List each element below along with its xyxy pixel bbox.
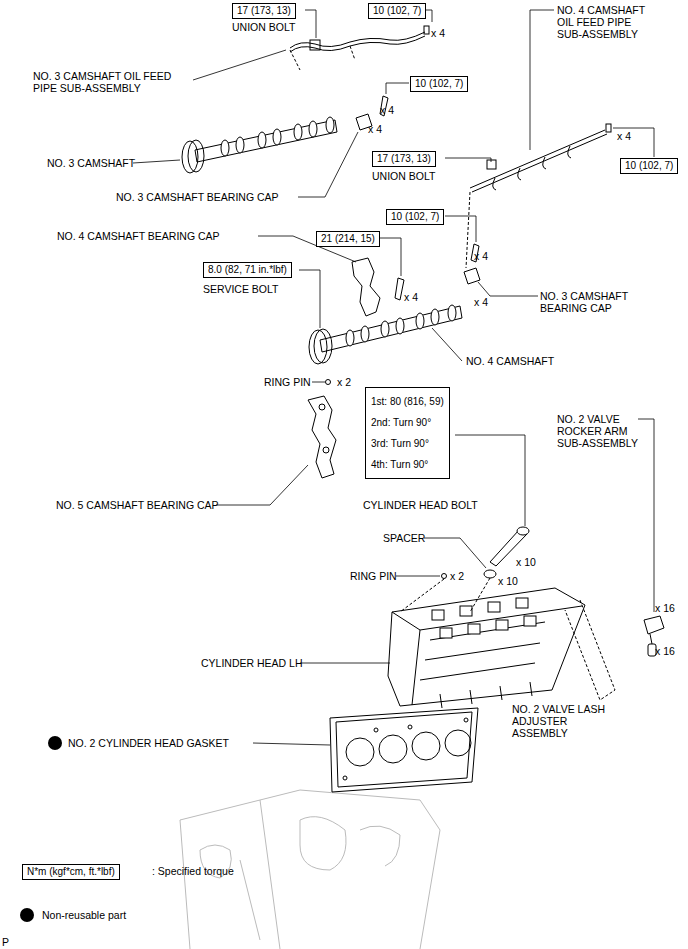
camshaft	[309, 305, 462, 364]
torque-spec: 10 (102, 7)	[391, 211, 439, 223]
quantity-callout: x 4	[368, 123, 382, 135]
quantity-callout: x 10	[516, 556, 536, 568]
non-reusable-mark	[20, 908, 34, 922]
part-label: NO. 2 VALVE LASH ADJUSTER ASSEMBLY	[512, 703, 612, 739]
part-label: NO. 5 CAMSHAFT BEARING CAP	[56, 499, 219, 511]
part-label: NO. 4 CAMSHAFT	[466, 355, 554, 367]
torque-box: 10 (102, 7)	[386, 209, 444, 225]
cylinder-head	[388, 588, 585, 708]
torque-spec: 4th: Turn 90°	[371, 454, 444, 475]
bearing-cap	[352, 258, 404, 316]
quantity-callout: x 4	[474, 296, 488, 308]
part-label: UNION BOLT	[232, 21, 295, 33]
quantity-callout: x 2	[450, 570, 464, 582]
bearing-cap	[308, 380, 336, 479]
non-reusable-mark	[48, 736, 62, 750]
torque-spec: 17 (173, 13)	[237, 5, 291, 17]
torque-spec: 21 (214, 15)	[321, 233, 375, 245]
legend-torque-box: N*m (kgf*cm, ft.*lbf)	[22, 864, 120, 880]
bearing-cap	[464, 192, 480, 284]
part-label: UNION BOLT	[372, 170, 435, 182]
quantity-callout: x 4	[617, 130, 631, 142]
cylinder-head-gasket	[330, 708, 478, 792]
torque-spec: 2nd: Turn 90°	[371, 412, 444, 433]
torque-spec: 10 (102, 7)	[373, 5, 421, 17]
head-bolt	[470, 527, 529, 612]
torque-box: 8.0 (82, 71 in.*lbf)	[203, 262, 292, 278]
camshaft	[182, 117, 337, 173]
part-label: NO. 3 CAMSHAFT BEARING CAP	[116, 191, 279, 203]
part-label: SPACER	[383, 532, 425, 544]
rocker-arm	[565, 600, 664, 700]
quantity-callout: x 4	[404, 291, 418, 303]
quantity-callout: x 10	[498, 575, 518, 587]
oil-feed-pipe	[290, 26, 429, 70]
torque-spec: 10 (102, 7)	[625, 160, 673, 172]
leader-lines	[133, 10, 654, 745]
torque-spec: 17 (173, 13)	[377, 153, 431, 165]
torque-box: 1st: 80 (816, 59)2nd: Turn 90°3rd: Turn …	[365, 387, 450, 479]
torque-box: 10 (102, 7)	[368, 3, 426, 19]
part-label: CYLINDER HEAD LH	[201, 657, 303, 669]
part-label: SERVICE BOLT	[203, 283, 278, 295]
quantity-callout: x 16	[655, 602, 675, 614]
torque-box: 21 (214, 15)	[316, 231, 380, 247]
torque-spec: 10 (102, 7)	[415, 78, 463, 90]
torque-box: 17 (173, 13)	[372, 151, 436, 167]
quantity-callout: x 4	[431, 27, 445, 39]
quantity-callout: x 2	[337, 376, 351, 388]
part-label: RING PIN	[350, 570, 397, 582]
torque-spec: 8.0 (82, 71 in.*lbf)	[208, 264, 287, 276]
torque-spec: 1st: 80 (816, 59)	[371, 391, 444, 412]
legend-text: : Specified torque	[152, 865, 234, 877]
part-label: NO. 2 VALVE ROCKER ARM SUB-ASSEMBLY	[557, 413, 642, 449]
part-label: RING PIN	[264, 376, 311, 388]
page-mark: P	[2, 936, 9, 948]
quantity-callout: x 4	[474, 250, 488, 262]
part-label: NO. 4 CAMSHAFT OIL FEED PIPE SUB-ASSEMBL…	[557, 4, 657, 40]
quantity-callout: x 4	[380, 104, 394, 116]
legend-text: Non-reusable part	[42, 909, 126, 921]
part-label: NO. 3 CAMSHAFT OIL FEED PIPE SUB-ASSEMBL…	[33, 70, 183, 94]
part-label: NO. 3 CAMSHAFT BEARING CAP	[540, 290, 650, 314]
part-label: NO. 3 CAMSHAFT	[47, 157, 135, 169]
part-label: NO. 4 CAMSHAFT BEARING CAP	[57, 230, 220, 242]
ring-pin	[442, 574, 447, 579]
torque-spec: 3rd: Turn 90°	[371, 433, 444, 454]
torque-box: 17 (173, 13)	[232, 3, 296, 19]
part-label: CYLINDER HEAD BOLT	[363, 499, 478, 511]
torque-box: 10 (102, 7)	[410, 76, 468, 92]
quantity-callout: x 16	[655, 645, 675, 657]
part-label: NO. 2 CYLINDER HEAD GASKET	[68, 737, 229, 749]
torque-spec: N*m (kgf*cm, ft.*lbf)	[27, 866, 115, 878]
torque-box: 10 (102, 7)	[620, 158, 678, 174]
